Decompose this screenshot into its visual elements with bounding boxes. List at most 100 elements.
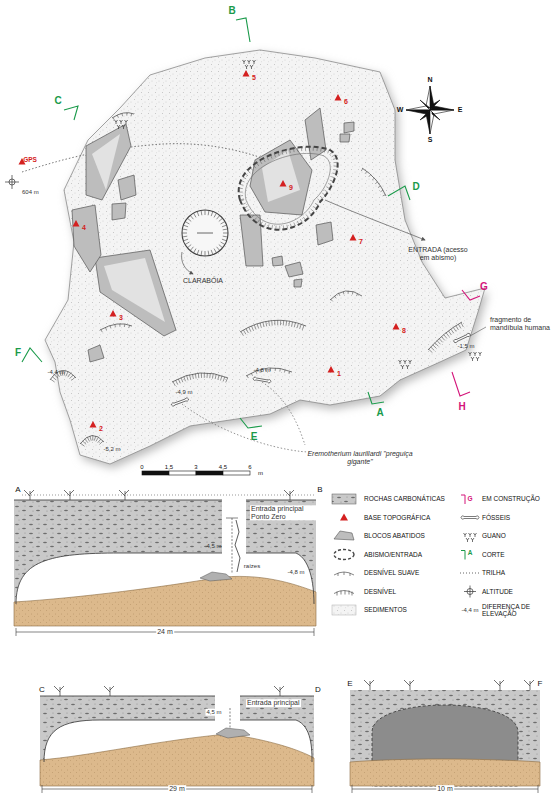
drawing-line xyxy=(441,337,444,341)
drawing-line xyxy=(451,329,454,333)
fossil-leader xyxy=(262,382,305,445)
drawing-line xyxy=(211,211,213,216)
drawing-path xyxy=(399,360,402,364)
drawing-line xyxy=(303,217,305,220)
drawing-polyline xyxy=(236,18,250,42)
drawing-line xyxy=(435,343,439,347)
drawing-path xyxy=(334,591,354,596)
drawing-line xyxy=(254,218,257,221)
drawing-line xyxy=(241,331,244,335)
drawing-line xyxy=(330,180,334,182)
drawing-path xyxy=(401,365,404,369)
drawing-line xyxy=(181,378,183,383)
drawing-line xyxy=(226,378,228,383)
legend-swatch xyxy=(334,531,354,540)
section-letter: A xyxy=(376,407,383,418)
drawing-line xyxy=(333,158,337,159)
drawing-line xyxy=(538,785,539,793)
elevation-label: -1,5 m xyxy=(457,343,474,350)
drawing-line xyxy=(217,215,220,219)
drawing-polygon xyxy=(294,279,302,287)
drawing-line xyxy=(251,373,252,376)
station-number: 5 xyxy=(252,74,256,82)
drawing-path xyxy=(409,360,412,364)
drawing-line xyxy=(318,199,321,202)
drawing-line xyxy=(446,333,449,337)
drawing-polygon xyxy=(95,250,176,336)
drawing-line xyxy=(285,150,287,154)
drawing-line xyxy=(309,212,312,215)
compass-rose xyxy=(406,86,454,134)
drawing-line xyxy=(176,380,178,384)
drawing-line xyxy=(113,117,115,120)
drawing-polygon xyxy=(72,205,101,272)
drawing-line xyxy=(263,322,264,327)
drawing-line xyxy=(302,325,304,330)
drawing-line xyxy=(300,219,302,222)
drawing-line xyxy=(190,215,193,219)
legend-text: GUANO xyxy=(482,532,506,539)
drawing-line xyxy=(268,224,269,228)
drawing-path xyxy=(14,576,316,626)
drawing-line xyxy=(70,375,73,379)
drawing-line xyxy=(297,323,298,328)
dimension-label: 4,5 m xyxy=(205,709,222,716)
drawing-line xyxy=(306,215,309,218)
drawing-line xyxy=(208,251,210,256)
drawing-line xyxy=(330,152,333,155)
drawing-line xyxy=(218,375,219,380)
drawing-path xyxy=(350,234,357,241)
fossil-note: fragmento de mandíbula humana xyxy=(490,316,552,331)
scale-number: 0 xyxy=(140,464,143,471)
drawing-line xyxy=(250,168,253,171)
drawing-line xyxy=(54,375,57,379)
drawing-line xyxy=(286,225,288,229)
drawing-path xyxy=(461,516,479,519)
drawing-rect xyxy=(169,471,196,475)
drawing-line xyxy=(375,182,377,184)
drawing-rect xyxy=(223,471,250,475)
station-number: 6 xyxy=(344,98,348,106)
drawing-rect xyxy=(14,500,316,626)
fossil-symbols xyxy=(171,333,471,407)
drawing-line xyxy=(217,247,220,251)
section-letter: H xyxy=(458,401,465,412)
legend-swatch xyxy=(461,516,479,519)
drawing-line xyxy=(126,113,127,116)
drawing-line xyxy=(66,372,68,377)
drawing-path xyxy=(14,500,316,604)
drawing-line xyxy=(334,166,338,167)
legend-symbol-text: -4,4 m xyxy=(461,607,478,614)
elevation-label: -4,9 m xyxy=(175,389,192,396)
drawing-line xyxy=(187,376,188,381)
legend-text: CORTE xyxy=(482,551,505,558)
drawing-line xyxy=(209,373,211,378)
drawing-line xyxy=(220,376,222,381)
gps-point xyxy=(5,175,19,189)
drawing-line xyxy=(334,162,338,163)
drawing-path xyxy=(122,125,125,129)
drawing-line xyxy=(198,373,199,378)
drawing-path xyxy=(474,533,477,537)
drawing-line xyxy=(239,192,243,193)
drawing-path xyxy=(54,686,64,696)
drawing-polygon xyxy=(240,215,263,266)
roots-label: raízes xyxy=(244,563,260,570)
drawing-line xyxy=(282,151,283,155)
drawing-line xyxy=(221,242,225,245)
drawing-rect xyxy=(142,471,169,475)
drawing-path xyxy=(64,490,74,500)
drawing-polygon xyxy=(118,175,136,200)
drawing-line xyxy=(429,349,433,352)
drawing-path xyxy=(428,322,462,350)
legend-text: BASE TOPOGRÁFICA xyxy=(364,514,430,521)
drawing-polygon xyxy=(334,531,354,540)
elevation-label: -5,2 m xyxy=(103,446,120,453)
drawing-line xyxy=(316,147,317,151)
drawing-line xyxy=(90,436,91,441)
drawing-line xyxy=(356,293,357,296)
legend-swatch xyxy=(461,495,465,504)
station-number: 1 xyxy=(337,370,341,378)
drawing-line xyxy=(105,327,106,330)
drawing-polyline xyxy=(462,290,480,300)
